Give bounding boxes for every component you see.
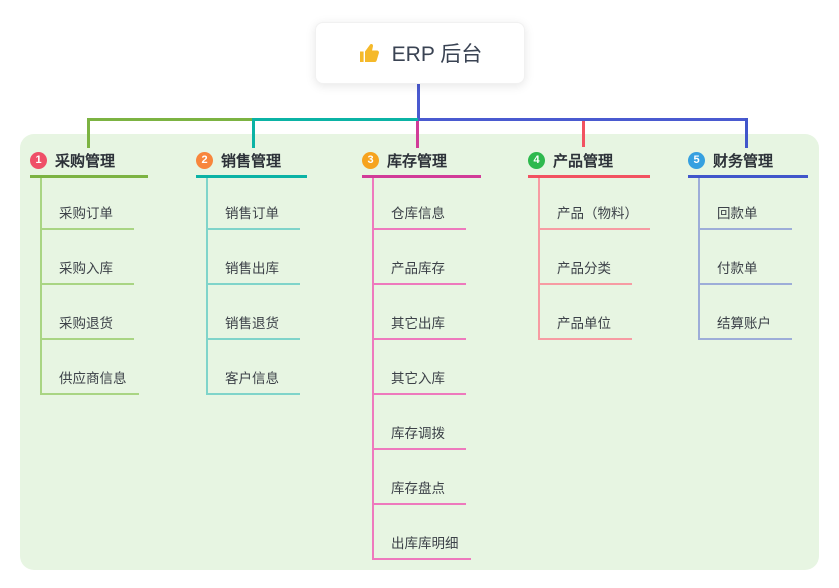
branch-header[interactable]: 5 财务管理: [688, 148, 808, 172]
branch-2: 2 销售管理 销售订单销售出库销售退货客户信息: [196, 148, 307, 395]
child-label: 客户信息: [225, 371, 279, 386]
branch-number-badge: 5: [688, 151, 705, 169]
child-node[interactable]: 结算账户: [700, 285, 792, 340]
branches-panel: [20, 134, 819, 570]
connector-h-right: [418, 118, 748, 121]
child-label: 销售退货: [225, 316, 279, 331]
branch-title: 产品管理: [553, 152, 614, 170]
child-label: 库存盘点: [391, 481, 445, 496]
child-node[interactable]: 销售退货: [208, 285, 300, 340]
child-node[interactable]: 库存调拨: [374, 395, 466, 450]
branch-title: 库存管理: [387, 152, 448, 170]
root-stem-line: [417, 82, 420, 119]
child-label: 库存调拨: [391, 426, 445, 441]
branch-number-badge: 2: [196, 151, 213, 169]
child-label: 出库库明细: [391, 536, 459, 551]
child-node[interactable]: 出库库明细: [374, 505, 471, 560]
drop-line-branch-3: [416, 121, 419, 148]
child-label: 回款单: [717, 206, 758, 221]
drop-line-branch-2: [252, 118, 255, 148]
branch-underline: [362, 175, 481, 178]
branch-children: 采购订单采购入库采购退货供应商信息: [40, 178, 148, 395]
branch-number-badge: 1: [30, 151, 47, 169]
child-label: 产品单位: [557, 316, 611, 331]
child-label: 产品库存: [391, 261, 445, 276]
child-label: 其它入库: [391, 371, 445, 386]
drop-line-branch-5: [745, 118, 748, 148]
branch-header[interactable]: 4 产品管理: [528, 148, 650, 172]
child-label: 供应商信息: [59, 371, 127, 386]
connector-h-branch-2: [252, 118, 418, 121]
branch-underline: [688, 175, 808, 178]
connector-h-branch-1: [87, 118, 253, 121]
branch-children: 销售订单销售出库销售退货客户信息: [206, 178, 307, 395]
child-label: 产品分类: [557, 261, 611, 276]
child-label: 采购退货: [59, 316, 113, 331]
child-label: 其它出库: [391, 316, 445, 331]
child-node[interactable]: 产品（物料）: [540, 178, 650, 230]
child-node[interactable]: 产品分类: [540, 230, 632, 285]
branch-children: 回款单付款单结算账户: [698, 178, 808, 340]
root-node[interactable]: ERP 后台: [315, 22, 525, 84]
child-node[interactable]: 客户信息: [208, 340, 300, 395]
child-node[interactable]: 产品单位: [540, 285, 632, 340]
branch-children: 产品（物料） 产品分类产品单位: [538, 178, 650, 340]
child-node[interactable]: 采购入库: [42, 230, 134, 285]
child-node[interactable]: 其它入库: [374, 340, 466, 395]
child-label: 销售出库: [225, 261, 279, 276]
child-node[interactable]: 销售订单: [208, 178, 300, 230]
child-label: 仓库信息: [391, 206, 445, 221]
child-label: 采购入库: [59, 261, 113, 276]
child-label: 产品（物料）: [557, 206, 638, 221]
child-label: 结算账户: [717, 316, 771, 331]
branch-underline: [30, 175, 148, 178]
thumbs-up-icon: [358, 41, 382, 65]
root-title: ERP 后台: [391, 43, 483, 66]
branch-underline: [196, 175, 307, 178]
branch-title: 财务管理: [713, 152, 774, 170]
branch-number-badge: 3: [362, 151, 379, 169]
child-label: 采购订单: [59, 206, 113, 221]
branch-underline: [528, 175, 650, 178]
child-node[interactable]: 产品库存: [374, 230, 466, 285]
branch-children: 仓库信息产品库存其它出库其它入库库存调拨库存盘点出库库明细: [372, 178, 481, 560]
child-node[interactable]: 其它出库: [374, 285, 466, 340]
child-node[interactable]: 仓库信息: [374, 178, 466, 230]
branch-5: 5 财务管理 回款单付款单结算账户: [688, 148, 808, 340]
thumbs-up-path: [359, 44, 379, 62]
child-label: 付款单: [717, 261, 758, 276]
child-node[interactable]: 付款单: [700, 230, 792, 285]
child-node[interactable]: 采购退货: [42, 285, 134, 340]
branch-header[interactable]: 3 库存管理: [362, 148, 481, 172]
branch-3: 3 库存管理 仓库信息产品库存其它出库其它入库库存调拨库存盘点出库库明细: [362, 148, 481, 560]
branch-header[interactable]: 2 销售管理: [196, 148, 307, 172]
child-node[interactable]: 供应商信息: [42, 340, 139, 395]
branch-1: 1 采购管理 采购订单采购入库采购退货供应商信息: [30, 148, 148, 395]
branch-title: 销售管理: [221, 152, 282, 170]
branch-number-badge: 4: [528, 151, 545, 169]
drop-line-branch-4: [582, 121, 585, 147]
child-label: 销售订单: [225, 206, 279, 221]
branch-header[interactable]: 1 采购管理: [30, 148, 148, 172]
branch-title: 采购管理: [55, 152, 116, 170]
child-node[interactable]: 回款单: [700, 178, 792, 230]
child-node[interactable]: 库存盘点: [374, 450, 466, 505]
branch-4: 4 产品管理 产品（物料） 产品分类产品单位: [528, 148, 650, 340]
drop-line-branch-1: [87, 118, 90, 148]
child-node[interactable]: 采购订单: [42, 178, 134, 230]
child-node[interactable]: 销售出库: [208, 230, 300, 285]
